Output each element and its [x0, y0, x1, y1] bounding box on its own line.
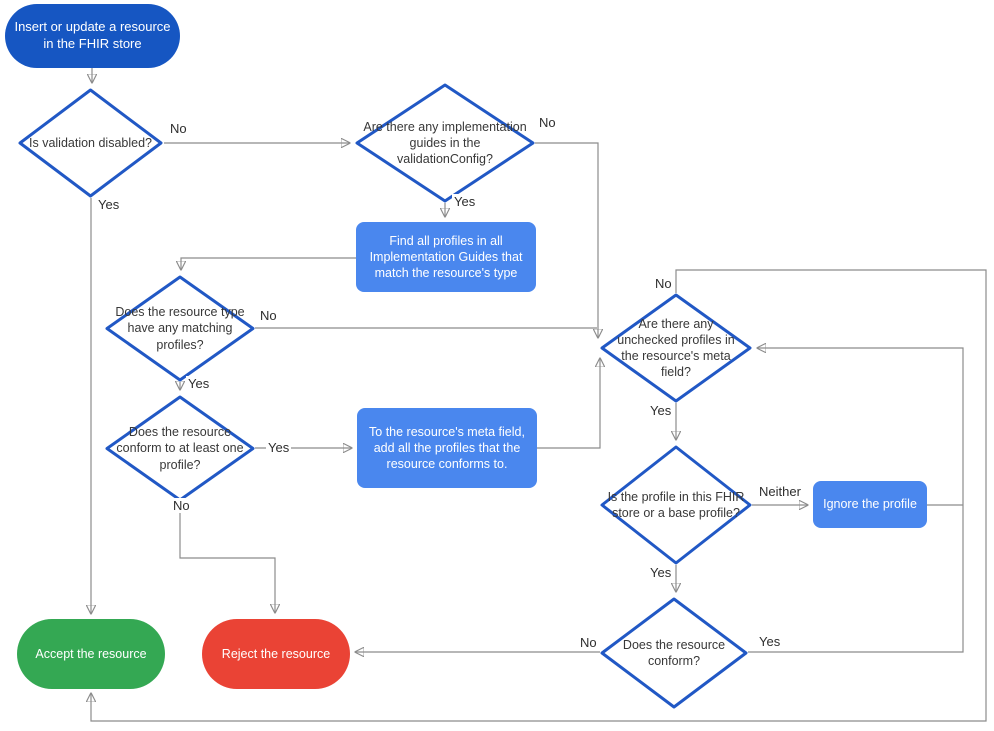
edge-label-matching-no: No: [258, 308, 279, 323]
connector-meta-to-unchecked: [537, 359, 600, 449]
process-find-profiles[interactable]: Find all profiles in all Implementation …: [356, 222, 536, 292]
decision-validation-disabled[interactable]: Is validation disabled?: [18, 88, 163, 198]
decision-conform-one-profile[interactable]: Does the resource conform to at least on…: [105, 395, 255, 502]
edge-label-profile-yes: Yes: [648, 565, 674, 580]
process-add-meta-profiles[interactable]: To the resource's meta field, add all th…: [357, 408, 537, 488]
edge-label-unchecked-no: No: [653, 276, 674, 291]
reject-node[interactable]: Reject the resource: [202, 619, 350, 689]
start-node-label: Insert or update a resource in the FHIR …: [14, 19, 171, 51]
start-node[interactable]: Insert or update a resource in the FHIR …: [5, 4, 180, 68]
edge-label-validation-no: No: [168, 121, 189, 136]
decision-validation-disabled-label: Is validation disabled?: [29, 135, 152, 150]
connector-conform-one-no-to-reject: [179, 502, 275, 612]
edge-label-guides-yes: Yes: [452, 194, 478, 209]
connector-conform-final-yes-loop: [748, 348, 964, 653]
connector-find-to-matching: [181, 257, 356, 269]
process-ignore-profile[interactable]: Ignore the profile: [813, 481, 927, 528]
accept-node-label: Accept the resource: [35, 646, 147, 661]
edge-label-matching-yes: Yes: [186, 376, 212, 391]
edge-label-profile-neither: Neither: [757, 484, 803, 499]
connector-unchecked-no-loop-to-accept: [91, 269, 987, 722]
decision-profile-in-store-label: Is the profile in this FHIR store or a b…: [607, 489, 745, 520]
process-ignore-profile-label: Ignore the profile: [823, 497, 917, 512]
decision-resource-conform-label: Does the resource conform?: [622, 637, 726, 668]
edge-label-guides-no: No: [537, 115, 558, 130]
decision-profile-in-store[interactable]: Is the profile in this FHIR store or a b…: [600, 445, 752, 565]
decision-matching-profiles-label: Does the resource type have any matching…: [115, 305, 245, 352]
edge-label-conform-one-yes: Yes: [266, 440, 292, 455]
reject-node-label: Reject the resource: [221, 646, 331, 661]
process-add-meta-profiles-label: To the resource's meta field, add all th…: [369, 424, 525, 472]
process-find-profiles-label: Find all profiles in all Implementation …: [369, 233, 523, 281]
decision-implementation-guides[interactable]: Are there any implementation guides in t…: [355, 83, 535, 203]
decision-implementation-guides-label: Are there any implementation guides in t…: [363, 119, 527, 167]
accept-node[interactable]: Accept the resource: [17, 619, 165, 689]
decision-resource-conform[interactable]: Does the resource conform?: [600, 597, 748, 709]
decision-conform-one-profile-label: Does the resource conform to at least on…: [116, 425, 244, 472]
edge-label-unchecked-yes: Yes: [648, 403, 674, 418]
decision-unchecked-profiles[interactable]: Are there any unchecked profiles in the …: [600, 293, 752, 403]
edge-label-conform-final-no: No: [578, 635, 599, 650]
decision-unchecked-profiles-label: Are there any unchecked profiles in the …: [617, 316, 735, 380]
edge-label-conform-final-yes: Yes: [757, 634, 783, 649]
decision-matching-profiles[interactable]: Does the resource type have any matching…: [105, 275, 255, 382]
edge-label-validation-yes: Yes: [96, 197, 122, 212]
connector-guides-no-to-unchecked: [535, 142, 598, 337]
edge-label-conform-one-no: No: [171, 498, 192, 513]
